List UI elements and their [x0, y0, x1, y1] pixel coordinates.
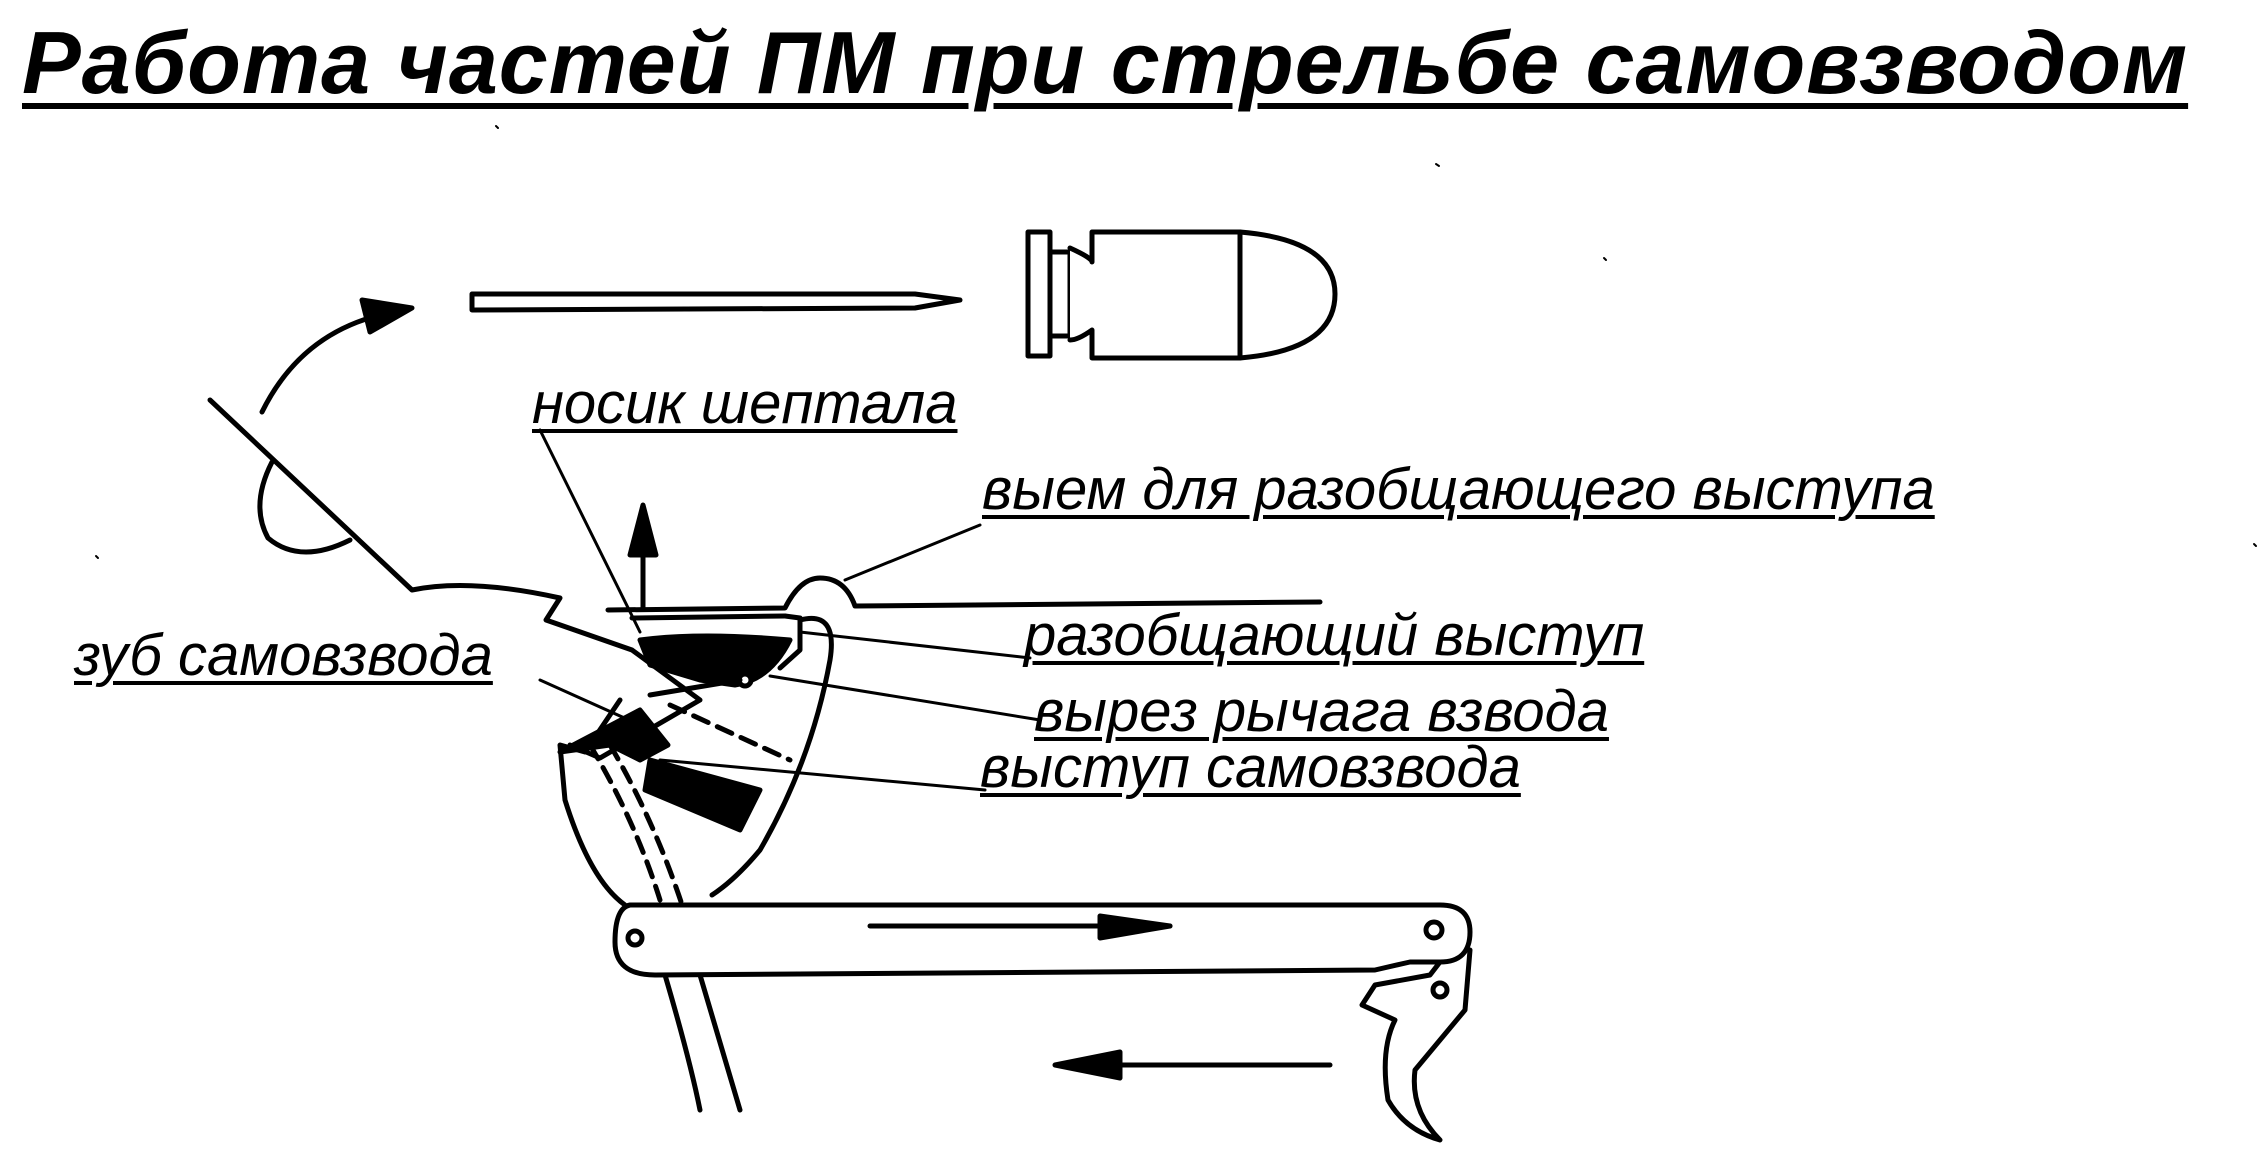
sear-bar — [605, 575, 1323, 621]
page-title: Работа частей ПМ при стрельбе самовзводо… — [22, 13, 2189, 112]
self-cocking-tooth — [557, 697, 693, 933]
hammer-rotation-arrow — [259, 297, 415, 415]
label-disconnector-lug: разобщающий выступ — [1024, 603, 1645, 668]
firing-pin — [469, 291, 963, 313]
label-cocking-lever-cutout: вырез рычага взвода — [1034, 679, 1609, 744]
label-self-cocking-tooth: зуб самовзвода — [74, 623, 493, 688]
sear-up-arrow — [627, 502, 659, 611]
frame-lines — [662, 972, 743, 1113]
hammer — [207, 397, 703, 761]
cocking-lever — [642, 616, 834, 898]
label-self-cocking-lug: выступ самовзвода — [980, 735, 1521, 800]
trigger-return-arrow — [1052, 1049, 1333, 1081]
trigger — [1359, 947, 1473, 1143]
label-sear-nose: носик шептала — [532, 371, 958, 436]
label-recess-disconnector: выем для разобщающего выступа — [982, 457, 1935, 522]
stray-marks — [95, 125, 2257, 559]
trigger-bar — [612, 902, 1473, 978]
cartridge — [1025, 229, 1338, 361]
leader-lines — [538, 428, 1042, 792]
